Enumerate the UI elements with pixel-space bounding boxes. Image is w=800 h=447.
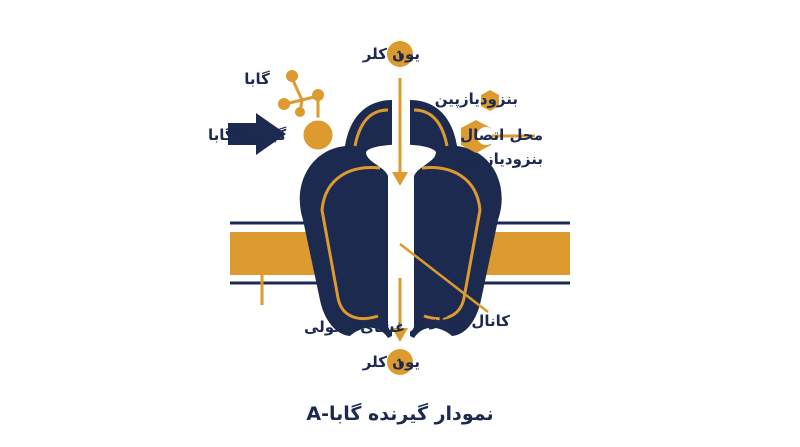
hexagon-icon: [481, 90, 499, 111]
chloride-ion-top-badge: ۱: [387, 41, 413, 67]
chloride-ion-top-label: یون کلر: [362, 45, 420, 63]
diagram-title: نمودار گیرنده گابا-A: [306, 402, 493, 425]
central-channel-pointer: [399, 243, 489, 313]
molecule-icon: [278, 70, 324, 120]
gaba-label: گابا: [244, 70, 270, 88]
chloride-ion-bottom-label: یون کلر: [362, 353, 420, 371]
benzodiazepine-site-label-line2: بنزودیازپین: [460, 150, 543, 169]
receptor-body: [299, 100, 502, 338]
ion-badge-bottom-number: ۱: [396, 356, 404, 371]
gaba-binding-site: [300, 117, 336, 153]
central-channel-label: کانال مرکزی: [416, 312, 511, 330]
ion-flow-arrow: [392, 78, 408, 342]
benzodiazepine-label: بنزودیازپین: [435, 90, 518, 109]
chloride-ion-bottom-badge: ۱: [387, 349, 413, 375]
arrow-right-icon: [228, 113, 286, 155]
ion-badge-top-number: ۱: [396, 48, 404, 63]
benzodiazepine-site-label-line1: محل اتصال: [460, 126, 543, 144]
cell-membrane-label: غشای سلولی: [304, 318, 405, 336]
gaba-receptor-label: گیرنده گابا: [208, 126, 286, 144]
benzodiazepine-binding-site: [461, 120, 535, 153]
